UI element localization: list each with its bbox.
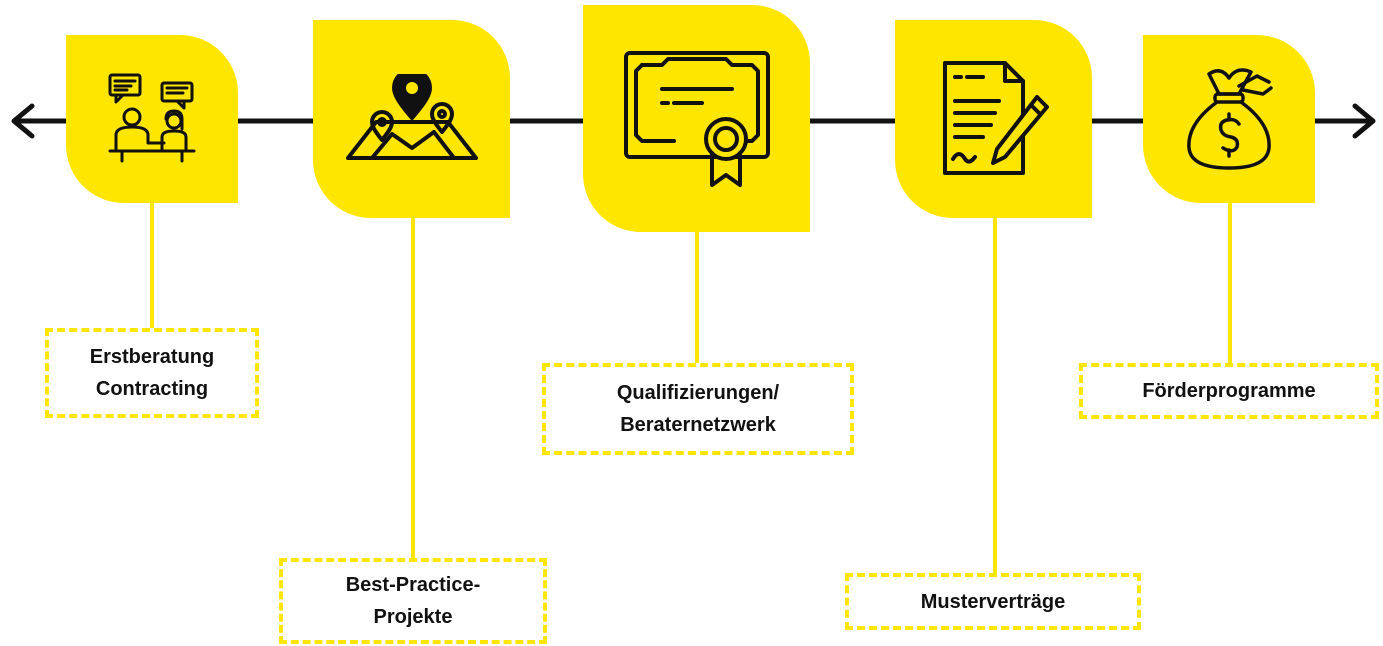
money-bag-icon bbox=[1187, 68, 1273, 170]
contract-icon bbox=[942, 61, 1049, 175]
connector-line bbox=[150, 200, 154, 330]
step-tile-foerderprogramme bbox=[1143, 35, 1315, 203]
connector-line bbox=[695, 230, 699, 365]
connector-line bbox=[1228, 200, 1232, 365]
step-tile-mustervertraege bbox=[895, 20, 1092, 218]
step-label-erstberatung: Erstberatung Contracting bbox=[45, 328, 259, 418]
step-label-foerderprogramme: Förderprogramme bbox=[1079, 363, 1379, 419]
label-text: Erstberatung Contracting bbox=[89, 346, 215, 400]
arrow-left-icon bbox=[11, 103, 35, 139]
step-label-mustervertraege: Musterverträge bbox=[845, 573, 1141, 630]
label-text: Musterverträge bbox=[920, 590, 1066, 613]
step-tile-qualifizierungen bbox=[583, 5, 810, 232]
step-label-best-practice: Best-Practice- Projekte bbox=[279, 558, 547, 644]
label-text: Förderprogramme bbox=[1142, 380, 1316, 402]
step-tile-best-practice bbox=[313, 20, 510, 218]
connector-line bbox=[993, 215, 997, 575]
arrow-right-icon bbox=[1352, 103, 1376, 139]
map-pins-icon bbox=[345, 74, 478, 160]
label-text: Qualifizierungen/ Beraternetzwerk bbox=[616, 382, 780, 436]
step-tile-erstberatung bbox=[66, 35, 238, 203]
certificate-icon bbox=[623, 50, 770, 187]
consultation-icon bbox=[108, 73, 196, 163]
connector-line bbox=[411, 215, 415, 560]
label-text: Best-Practice- Projekte bbox=[345, 574, 481, 628]
step-label-qualifizierungen: Qualifizierungen/ Beraternetzwerk bbox=[542, 363, 854, 455]
